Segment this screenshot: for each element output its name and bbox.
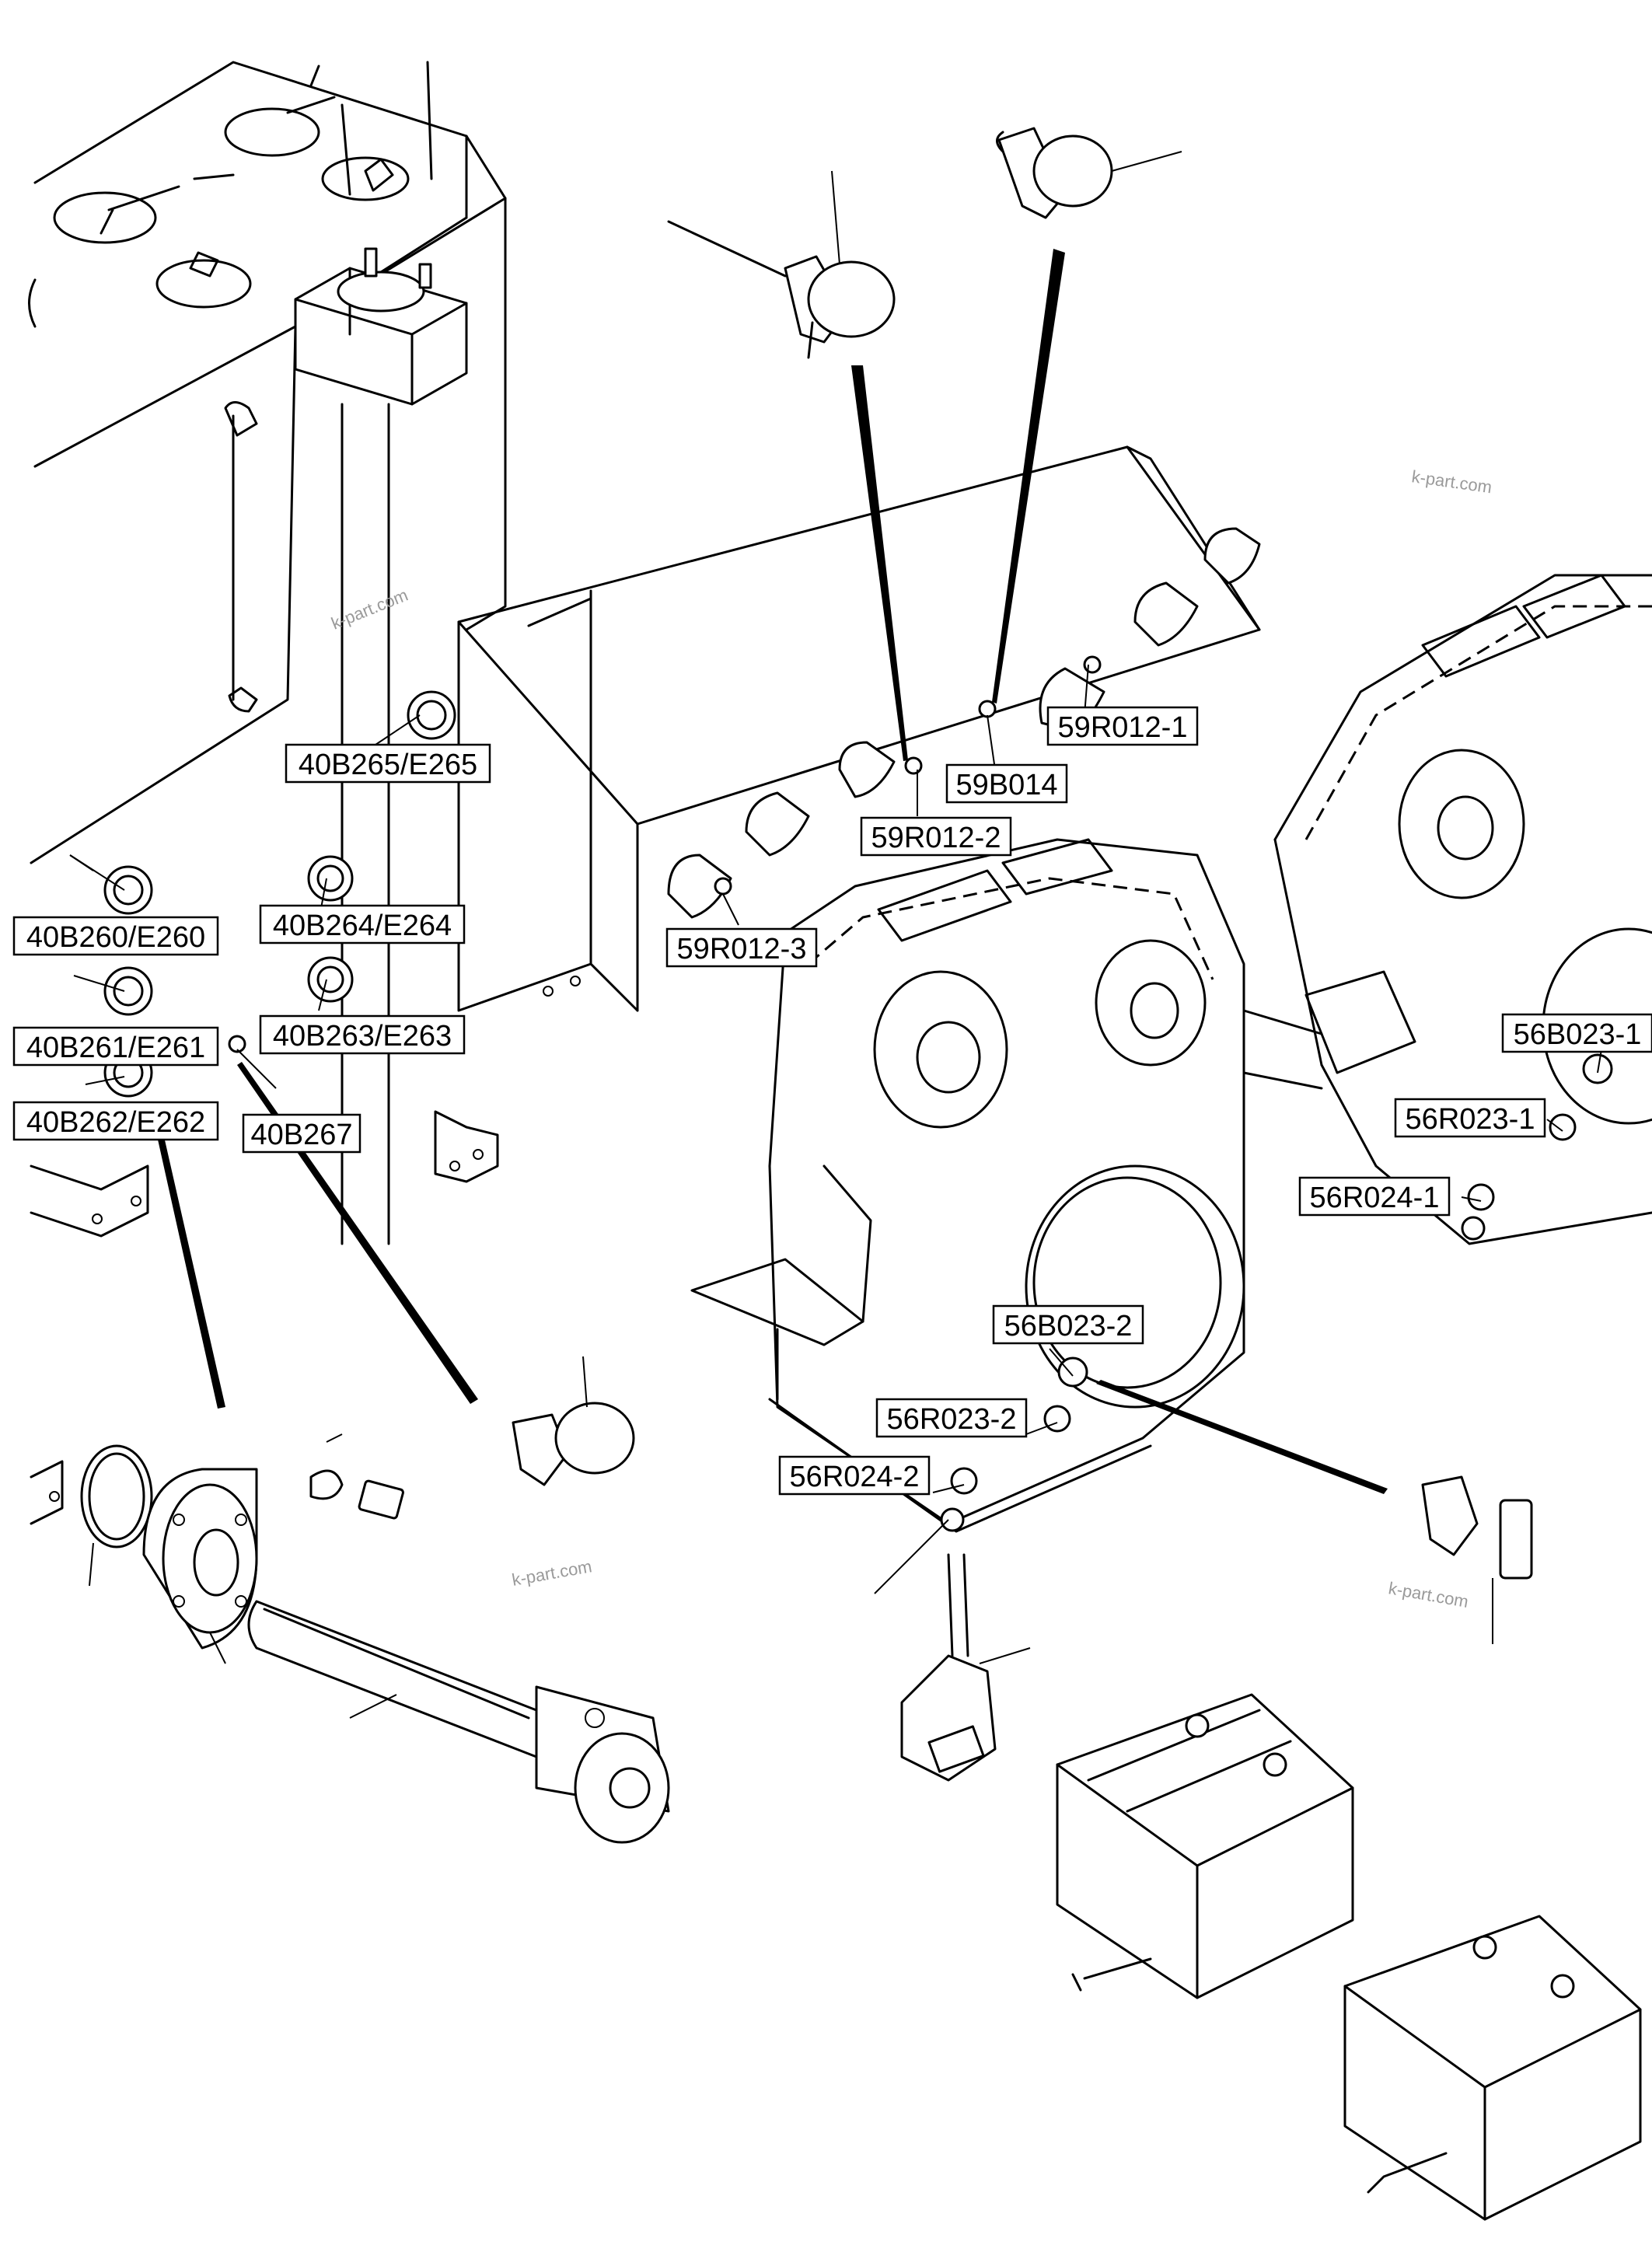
callout-56B023-1[interactable]: 56B023-1 xyxy=(1501,1013,1652,1053)
callout-56R024-2[interactable]: 56R024-2 xyxy=(778,1455,931,1496)
callouts: 40B265/E265 40B260/E260 40B264/E264 40B2… xyxy=(12,706,1652,1496)
callout-label: 56B023-1 xyxy=(1514,1018,1642,1051)
callout-label: 40B265/E265 xyxy=(299,749,477,781)
callout-label: 59R012-2 xyxy=(871,822,1001,854)
callout-label: 59B014 xyxy=(955,769,1057,801)
callout-label: 40B262/E262 xyxy=(26,1106,205,1139)
callout-40B263-E263[interactable]: 40B263/E263 xyxy=(259,1014,466,1055)
batteries xyxy=(1056,1693,1642,2221)
callout-40B260-E260[interactable]: 40B260/E260 xyxy=(12,916,219,956)
callout-label: 56R023-2 xyxy=(887,1403,1017,1436)
callout-40B265-E265[interactable]: 40B265/E265 xyxy=(285,743,491,784)
callout-40B267[interactable]: 40B267 xyxy=(242,1113,361,1154)
callout-56R024-1[interactable]: 56R024-1 xyxy=(1298,1176,1451,1217)
callout-56R023-2[interactable]: 56R023-2 xyxy=(875,1398,1028,1438)
sensor-parts xyxy=(103,127,1613,1782)
watermark-text: k-part.com xyxy=(1410,466,1493,497)
callout-label: 40B263/E263 xyxy=(273,1020,452,1053)
callout-59R012-2[interactable]: 59R012-2 xyxy=(860,816,1012,857)
watermark-text: k-part.com xyxy=(329,585,411,634)
callout-59R012-1[interactable]: 59R012-1 xyxy=(1046,706,1199,746)
callout-56R023-1[interactable]: 56R023-1 xyxy=(1394,1098,1546,1138)
callout-59B014[interactable]: 59B014 xyxy=(945,763,1068,804)
callout-label: 56R024-1 xyxy=(1310,1182,1440,1214)
callout-label: 40B260/E260 xyxy=(26,921,205,954)
callout-label: 40B261/E261 xyxy=(26,1032,205,1064)
callout-40B261-E261[interactable]: 40B261/E261 xyxy=(12,1026,219,1067)
hydraulic-tank xyxy=(28,61,507,1525)
callout-label: 59R012-1 xyxy=(1058,711,1188,744)
callout-label: 56R023-1 xyxy=(1406,1103,1535,1136)
gearbox-rear xyxy=(1273,574,1652,1245)
callout-label: 40B267 xyxy=(250,1119,352,1151)
watermark-text: k-part.com xyxy=(511,1556,594,1590)
heater-element xyxy=(80,1444,670,1844)
callout-label: 40B264/E264 xyxy=(273,910,452,942)
callout-59R012-3[interactable]: 59R012-3 xyxy=(665,927,818,968)
callout-40B264-E264[interactable]: 40B264/E264 xyxy=(259,904,466,944)
callout-40B262-E262[interactable]: 40B262/E262 xyxy=(12,1101,219,1141)
watermarks: k-part.com k-part.com k-part.com k-part.… xyxy=(329,466,1493,1611)
callout-label: 56R024-2 xyxy=(790,1461,920,1493)
watermark-text: k-part.com xyxy=(1387,1578,1470,1611)
callout-label: 56B023-2 xyxy=(1004,1310,1133,1342)
callout-label: 59R012-3 xyxy=(677,933,807,965)
callout-56B023-2[interactable]: 56B023-2 xyxy=(992,1304,1144,1345)
